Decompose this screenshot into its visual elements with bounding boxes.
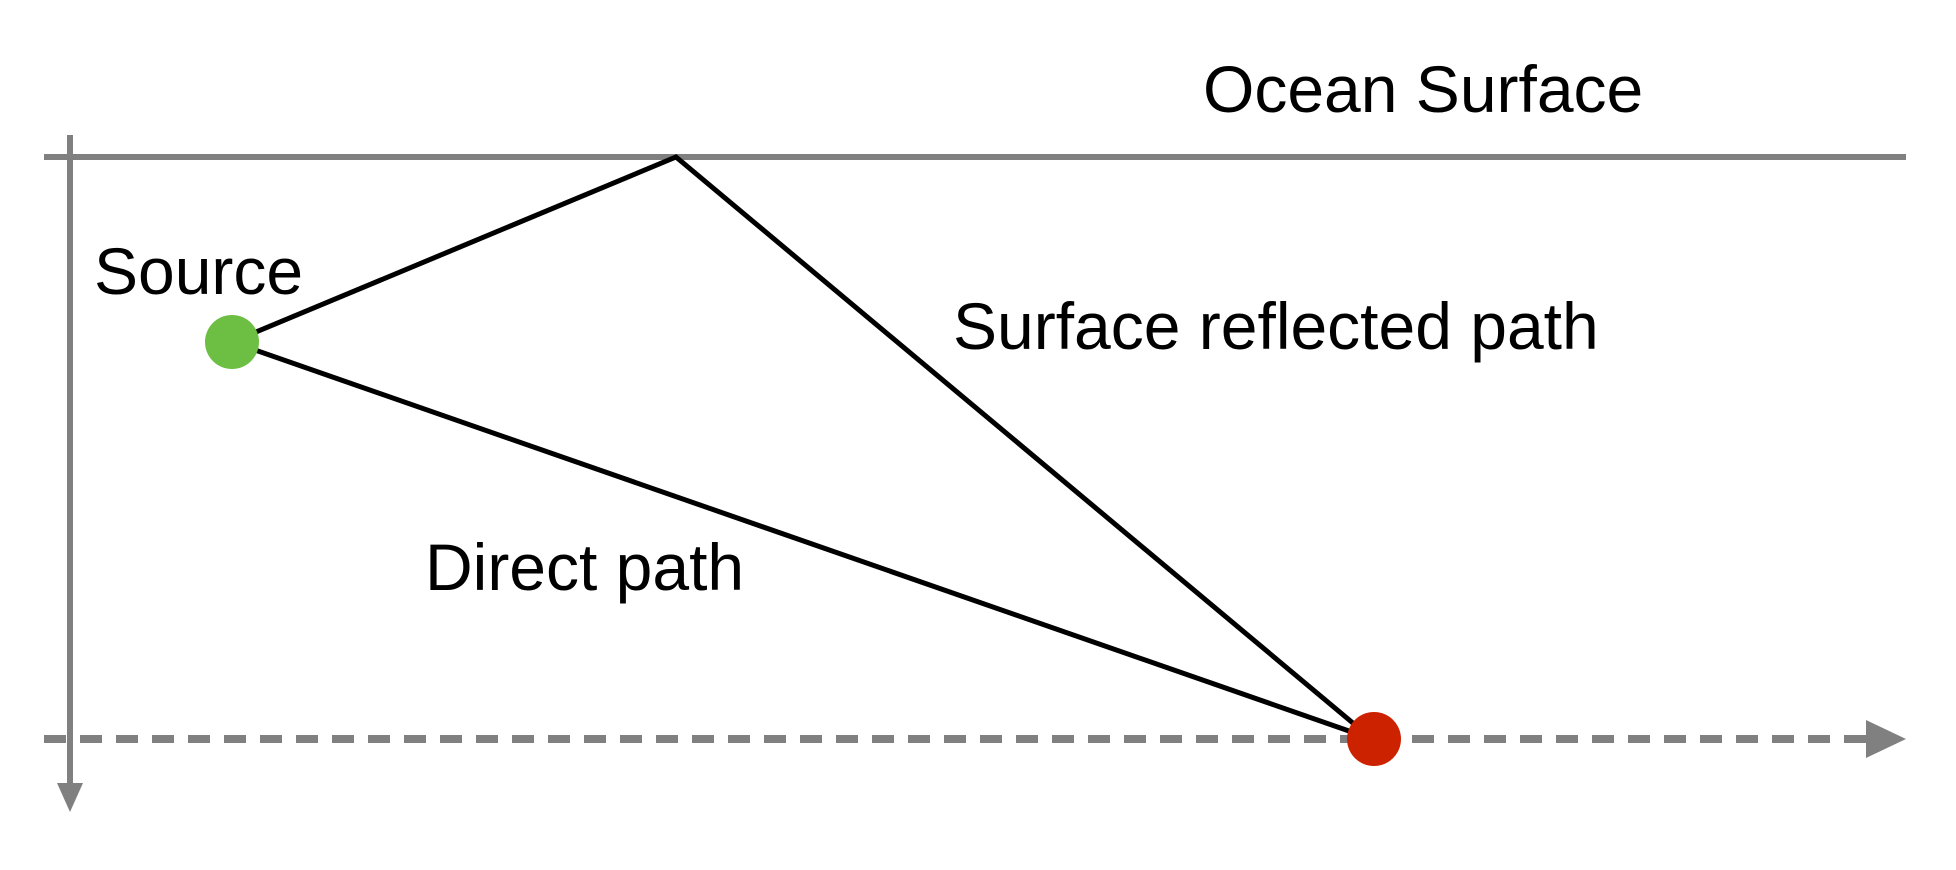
range-axis-arrowhead [1866,720,1906,758]
depth-axis-arrowhead [57,783,83,812]
direct-path-label: Direct path [425,530,744,604]
direct-path [231,339,1373,742]
source-marker [205,315,259,369]
source-label: Source [94,234,303,308]
surface-reflected-path-label: Surface reflected path [953,289,1599,363]
receiver-marker [1347,712,1401,766]
surface-reflected-path [231,154,1374,741]
ocean-surface-label: Ocean Surface [1203,52,1643,126]
